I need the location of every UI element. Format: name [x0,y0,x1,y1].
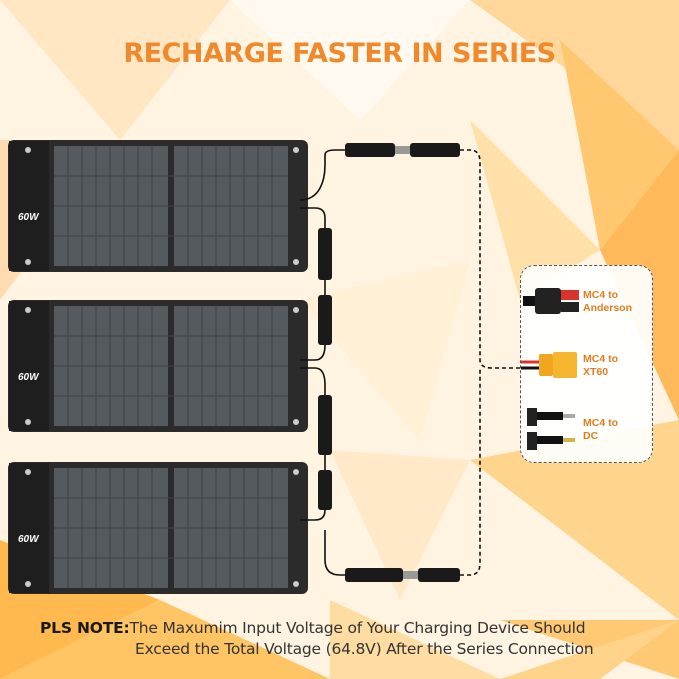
adapter-label-xt60: MC4 to XT60 [583,353,618,378]
dc-plug-icon [527,408,575,450]
anderson-connector-icon [523,288,579,314]
mc4-connector-bottom [345,568,460,582]
cable-output-bottom [460,368,481,576]
cable-output-top [460,149,520,369]
note-line-1: The Maxumim Input Voltage of Your Chargi… [129,619,586,637]
adapter-label-anderson: MC4 to Anderson [583,289,633,314]
cable-panel1 [300,207,326,228]
mc4-connector-top [345,143,460,157]
mc4-connector-vertical-4 [318,470,332,510]
series-note: PLS NOTE:The Maxumim Input Voltage of Yo… [40,618,660,660]
cable-panel2-a [300,344,326,361]
panel-wattage: 60W [18,372,40,383]
mc4-connector-vertical-3 [318,395,332,455]
cable-panel2-b [300,367,326,395]
solar-panel-1: 60W [8,140,308,272]
cable-bottom [324,530,345,576]
solar-panel-2: 60W [8,300,308,432]
solar-panel-3: 60W [8,462,308,594]
page-title: RECHARGE FASTER IN SERIES [123,38,556,69]
cable-panel3 [300,509,326,521]
adapter-label-dc: MC4 to DC [583,417,618,442]
mc4-connector-vertical-1 [318,228,332,280]
cable-top [299,149,345,201]
panel-wattage: 60W [18,212,40,223]
note-line-2: Exceed the Total Voltage (64.8V) After t… [135,640,594,658]
panel-wattage: 60W [18,534,40,545]
adapter-options-box: MC4 to Anderson MC4 to XT60 MC4 to DC [520,265,653,463]
xt60-connector-icon [521,352,577,378]
note-prefix: PLS NOTE: [40,619,130,637]
mc4-connector-vertical-2 [318,295,332,345]
